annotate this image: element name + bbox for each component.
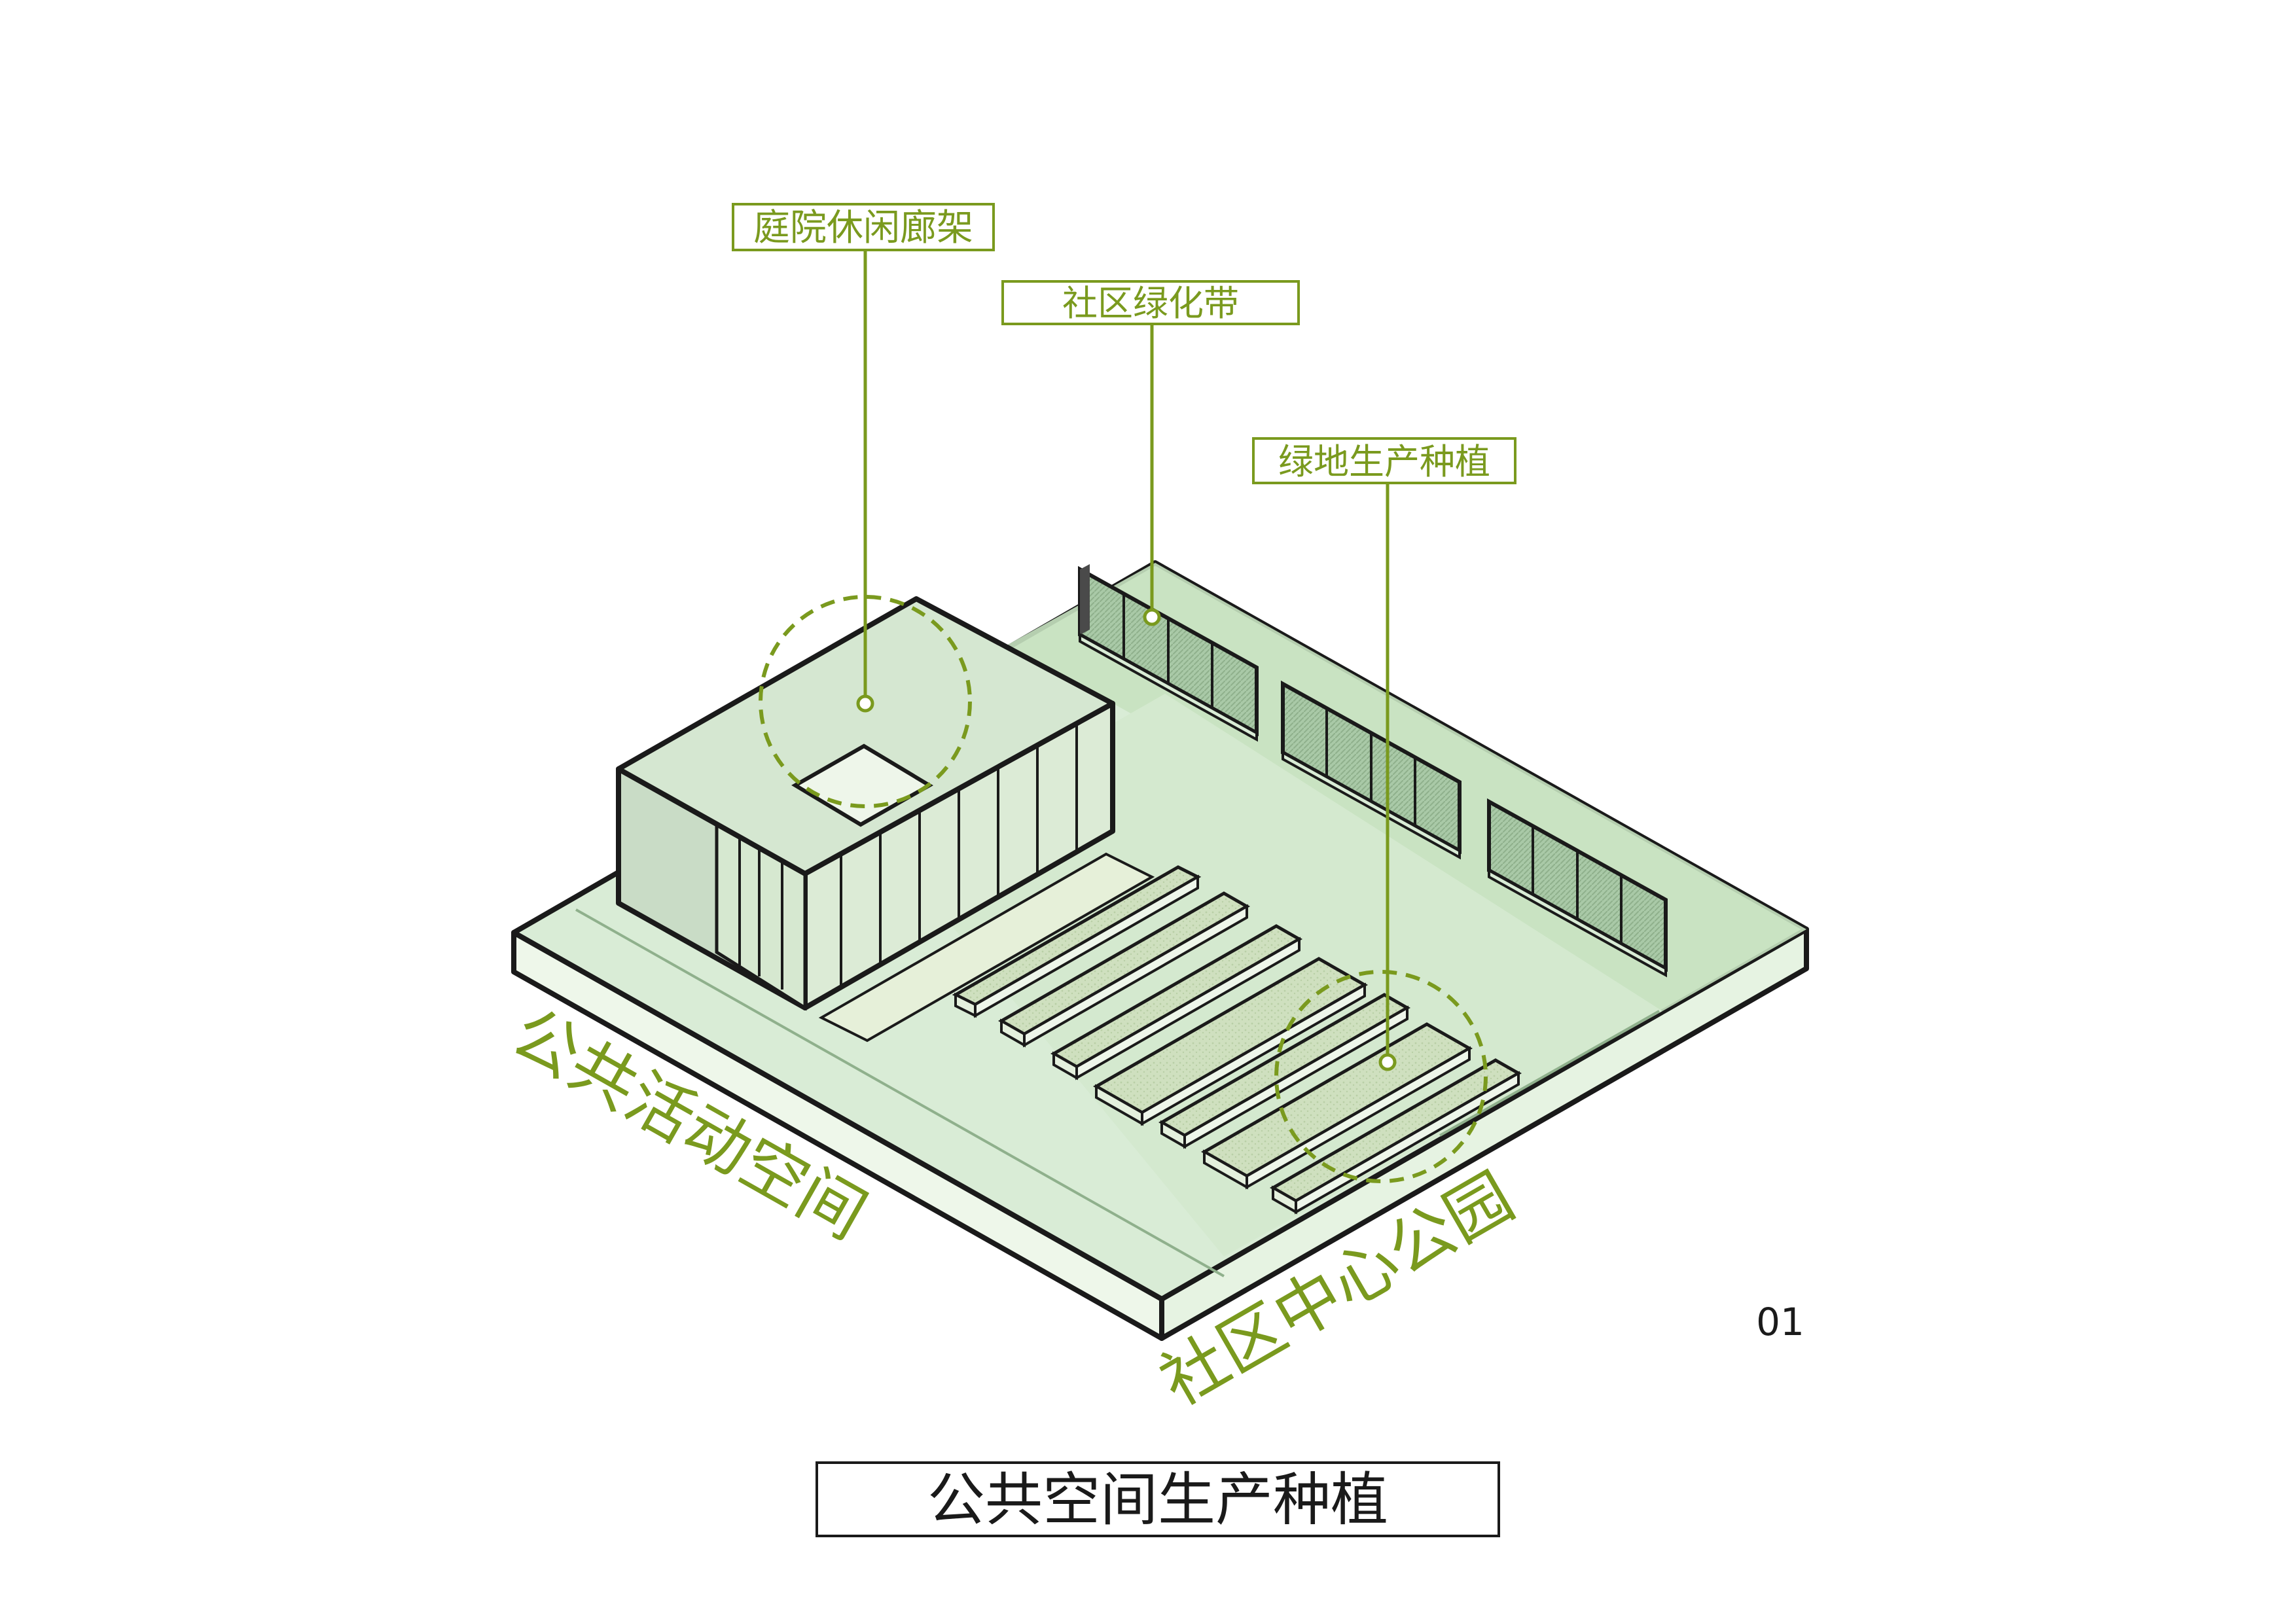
bed-4 [1092, 957, 1369, 1126]
callout-label-green-belt: 社区绿化带 [1062, 283, 1239, 324]
fence-1 [1078, 564, 1259, 742]
caption-title: 公共空间生产种植 [927, 1466, 1388, 1533]
leader-lines [863, 249, 1390, 1060]
path-edge-2 [1439, 1010, 1660, 1137]
callout-box-production [1252, 437, 1516, 484]
path-edge [575, 908, 1225, 1277]
pavilion-building [616, 596, 1155, 1043]
planting-beds [952, 865, 1522, 1215]
callout-box-green-belt [1001, 280, 1300, 325]
caption-box [816, 1461, 1500, 1537]
callout-label-pergola: 庭院休闲廊架 [753, 207, 973, 249]
green-belt-fences [1078, 564, 1668, 978]
fence-3 [1487, 798, 1668, 978]
callout-box-pergola [732, 203, 995, 251]
bed-5 [1158, 993, 1411, 1149]
bed-3 [1050, 924, 1303, 1080]
bed-2 [997, 891, 1251, 1048]
bed-1 [952, 865, 1202, 1018]
fence-2 [1281, 680, 1462, 860]
building-roof [616, 596, 1115, 876]
bed-6 [1200, 1022, 1473, 1190]
beds-focus-circle [1274, 970, 1488, 1183]
courtyard-focus-circle [759, 595, 972, 808]
entrance-steps [818, 852, 1155, 1043]
page-number: 01 [1756, 1300, 1804, 1344]
leader-dots [856, 608, 1397, 1071]
callout-label-production: 绿地生产种植 [1278, 441, 1490, 482]
